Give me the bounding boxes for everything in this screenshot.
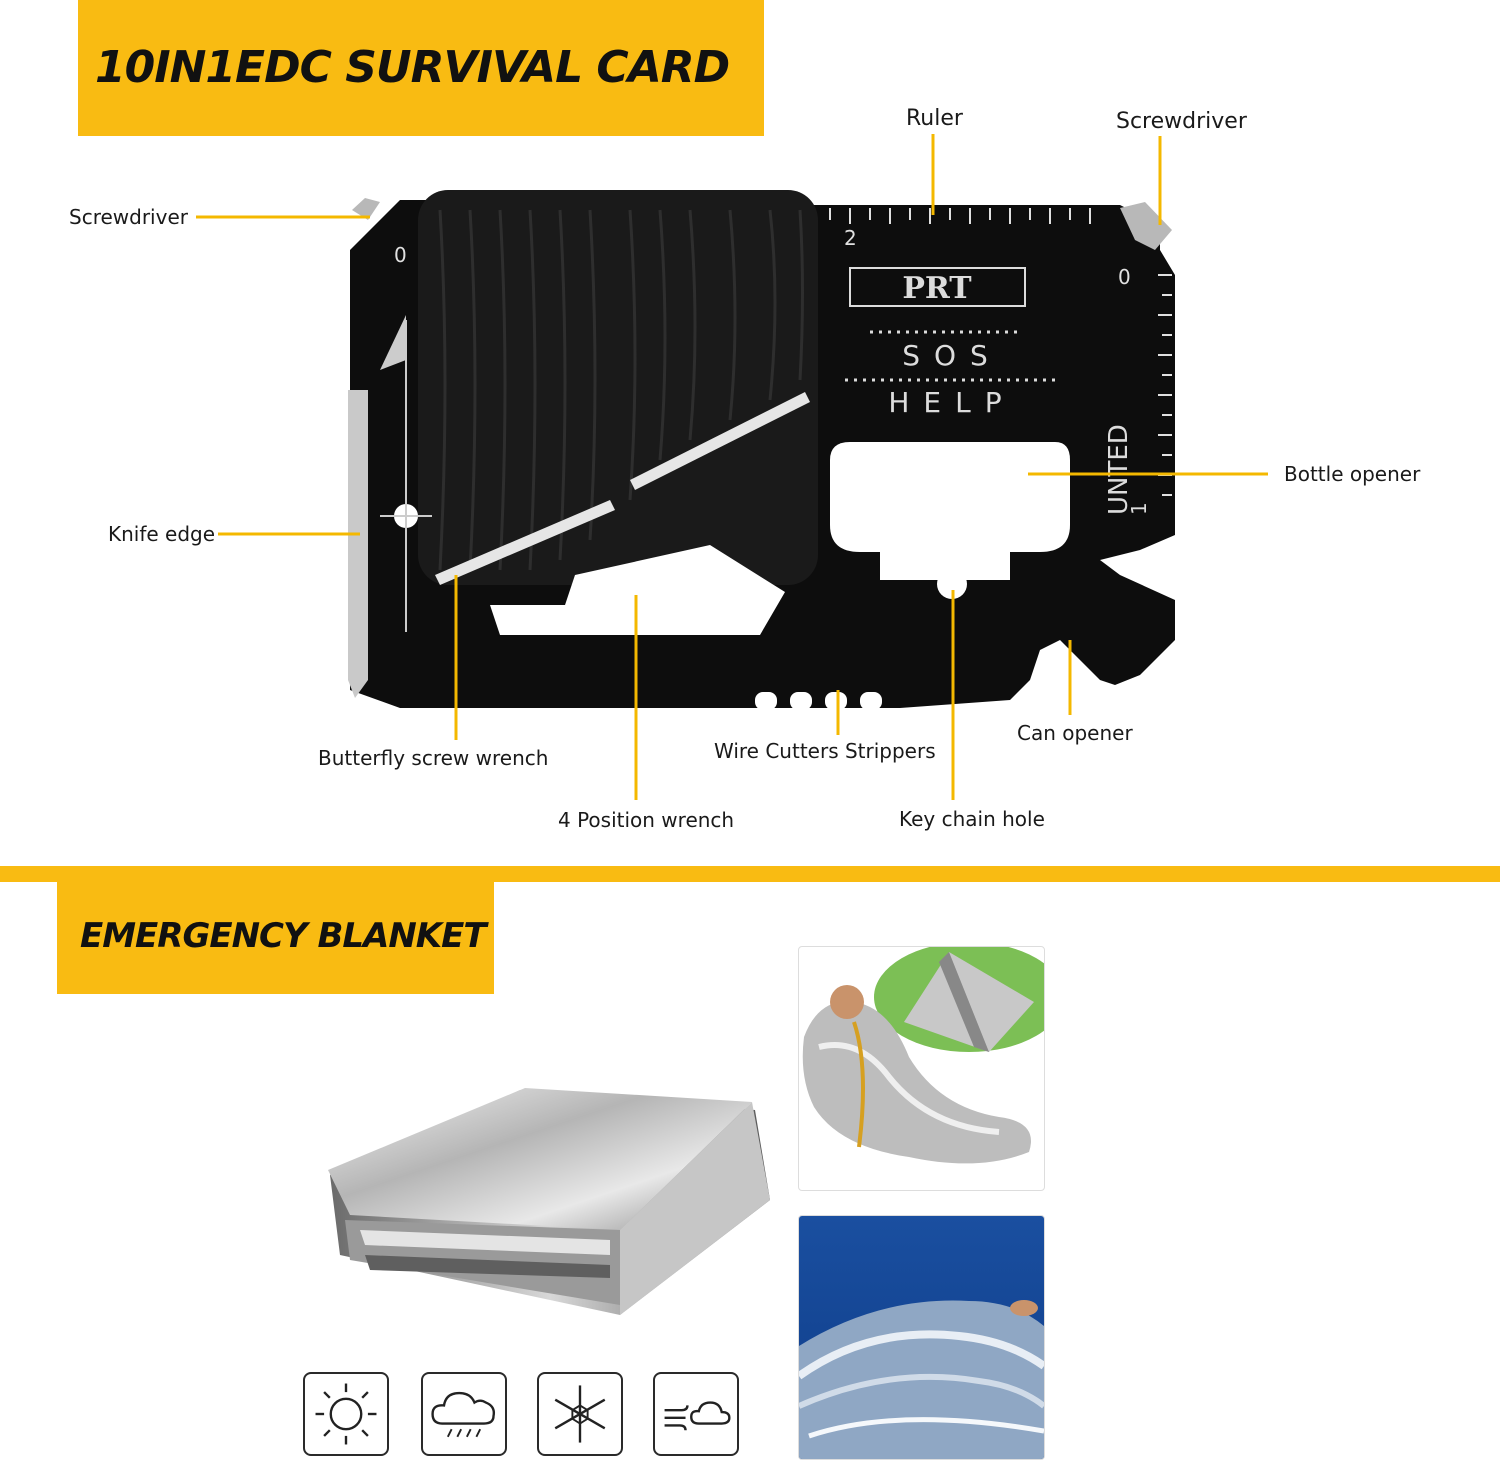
bottle-opener-cutout [830,442,1070,552]
ruler-mark-0-right: 0 [1118,265,1131,289]
brand-logo: PRT [902,271,972,306]
brand-logo-frame [849,267,1026,307]
diagonal-slot-lower [435,500,615,585]
screwdriver-right-label: Screwdriver [1116,109,1247,134]
emergency-blanket-banner [57,866,494,994]
paracord-texture [438,209,804,571]
left-screwdriver-tip [352,198,380,220]
survival-card-banner [78,0,764,136]
blanket-usage-photo [798,946,1045,1191]
key-chain-hole [937,569,967,599]
four-position-wrench-cutout [490,545,785,635]
ruler-mark-1: 1 [1127,502,1151,515]
help-text: HELP [888,386,1015,419]
blanket-sky-photo [798,1215,1045,1460]
folded-blanket-image [320,1080,780,1330]
paracord [418,190,818,585]
wind-cloud-icon [653,1372,739,1456]
snowflake-icon [537,1372,623,1456]
ruler-label: Ruler [906,106,963,131]
emergency-blanket-title: EMERGENCY BLANKET [80,916,487,956]
wire-cutters-label: Wire Cutters Strippers [714,739,936,763]
right-screwdriver-tip [1120,202,1172,250]
callout-lines [196,134,1268,800]
sos-text: SOS [902,339,1002,372]
ruler-top-ticks [829,208,1091,224]
can-opener-label: Can opener [1017,721,1133,745]
sun-icon [303,1372,389,1456]
survival-card-title: 10IN1EDC SURVIVAL CARD [95,42,730,93]
survival-card: 2 0 0 PRT SOS HELP UNTED 1 [340,180,1180,720]
rain-cloud-icon [421,1372,507,1456]
knife-edge-label: Knife edge [108,522,216,546]
diagonal-slot-upper [630,392,810,490]
card-side-text: UNTED [1104,424,1134,515]
knife-edge-blade [348,390,368,698]
bottle-opener-label: Bottle opener [1284,462,1421,486]
wire-stripper-notches [755,692,882,710]
ruler-mark-0-left: 0 [394,243,407,267]
ruler-mark-2: 2 [844,226,857,250]
screwdriver-left-label: Screwdriver [69,205,188,229]
butterfly-wrench-label: Butterfly screw wrench [318,746,549,770]
arrow-head [380,315,406,370]
four-position-wrench-label: 4 Position wrench [558,808,735,832]
key-chain-hole-label: Key chain hole [899,807,1045,831]
